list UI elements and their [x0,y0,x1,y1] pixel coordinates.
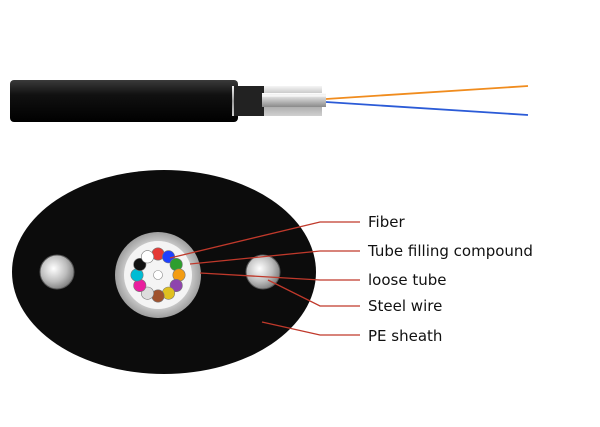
cable-outer-jacket [10,80,238,122]
cable-loose-tube [262,93,326,107]
steel-wire-right [245,254,281,290]
fiber-core-11 [133,257,147,271]
leader-lines [169,221,360,336]
cable-jacket-stub [234,86,264,116]
steel-wire-left [39,254,75,290]
fiber-core-5 [169,278,183,292]
leader-steel-wire [267,279,360,307]
fiber-orange-strand [325,85,529,100]
label-steel-wire: Steel wire [368,297,443,315]
fiber-core-8 [141,286,155,300]
fiber-blue-strand [325,101,529,116]
leader-fiber [169,221,360,259]
label-loose-tube: loose tube [368,271,447,289]
fiber-bundle [130,247,186,303]
label-fiber: Fiber [368,213,405,231]
fiber-core-12 [141,250,155,264]
label-pe-sheath: PE sheath [368,327,443,345]
label-tube-filling-compound: Tube filling compound [368,242,533,260]
leader-loose-tube [199,272,360,281]
cable-cross-section [12,170,316,374]
leader-tube-filling [189,250,360,265]
leader-pe-sheath [261,321,360,336]
fiber-core-center [153,270,163,280]
cable-side-view [10,80,529,122]
